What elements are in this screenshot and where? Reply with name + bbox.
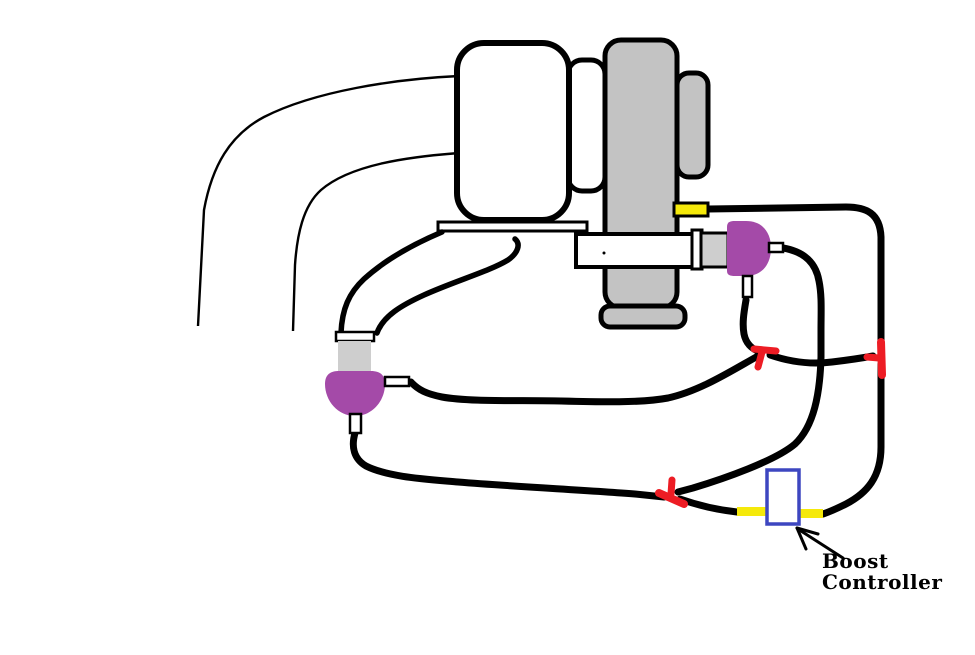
actuator-bottom-nipple — [348, 412, 363, 435]
coupler-collar — [334, 330, 376, 343]
compressor-discharge-pipe — [574, 232, 695, 269]
boost-controller — [737, 468, 823, 526]
tee-bottom-stem — [667, 476, 676, 498]
hose-turbine-port-to-right-tee — [704, 203, 885, 350]
arrow-barb-down — [795, 526, 808, 551]
arrow-shaft — [799, 529, 845, 560]
compressor-housing — [454, 40, 572, 223]
turbine-inlet-flange — [674, 70, 711, 180]
stray-mark — [602, 251, 606, 255]
intake-pipe-line-inner — [291, 151, 460, 332]
turbine-housing-base — [598, 303, 688, 330]
actuator-side-nipple — [383, 375, 411, 388]
coupler-hose — [338, 341, 371, 372]
controller-outlet-connector — [798, 509, 823, 518]
tee-bottom-bar — [655, 489, 688, 508]
actuator-bottom-nipple — [741, 274, 754, 299]
intake-pipe-line-outer — [196, 74, 460, 327]
tee-right — [863, 338, 886, 379]
boost-label-line2: Controller — [822, 570, 942, 594]
pointer-arrow — [795, 526, 845, 560]
hose-right-tee-to-controller-outlet — [819, 360, 885, 518]
arrow-barb-right — [795, 526, 820, 536]
actuator-side-nipple — [767, 241, 785, 254]
hose-left-tee-to-left-actuator-side — [407, 352, 762, 406]
center-housing — [565, 57, 608, 194]
controller-inlet-connector — [737, 507, 768, 516]
wastegate-actuator-left — [325, 330, 411, 435]
tee-left-stem — [754, 348, 766, 371]
outlet-pipe-lower-edge — [374, 236, 521, 336]
boost-label-line1: Boost — [822, 549, 889, 573]
hose-left-tee-to-right-tee — [766, 351, 877, 367]
hose-bottom-tee-to-controller-inlet — [676, 495, 741, 516]
outlet-pipe-upper-edge — [338, 229, 445, 336]
hose-right-actuator-side-to-bottom-tee — [674, 244, 825, 496]
coupler-hose — [699, 231, 730, 269]
annotation: Boost Controller — [795, 526, 942, 594]
tee-left-bar — [750, 345, 780, 355]
actuator-diaphragm — [325, 371, 385, 416]
compressor-outlet-pipe — [338, 229, 521, 336]
tee-bottom — [655, 476, 688, 508]
controller-body — [765, 468, 801, 526]
intake-pipe — [196, 74, 460, 332]
turbocharger — [338, 37, 711, 336]
hose-right-actuator-bottom-to-left-tee — [739, 296, 764, 356]
hose-left-actuator-bottom-to-bottom-tee — [349, 429, 668, 501]
compressor-flange-plate — [436, 220, 589, 233]
actuator-diaphragm — [727, 221, 771, 276]
turbine-pressure-port — [672, 201, 710, 218]
wastegate-actuator-right — [690, 221, 785, 299]
tee-left — [750, 345, 780, 371]
tee-right-stem — [863, 353, 883, 362]
tee-fittings — [655, 338, 886, 508]
